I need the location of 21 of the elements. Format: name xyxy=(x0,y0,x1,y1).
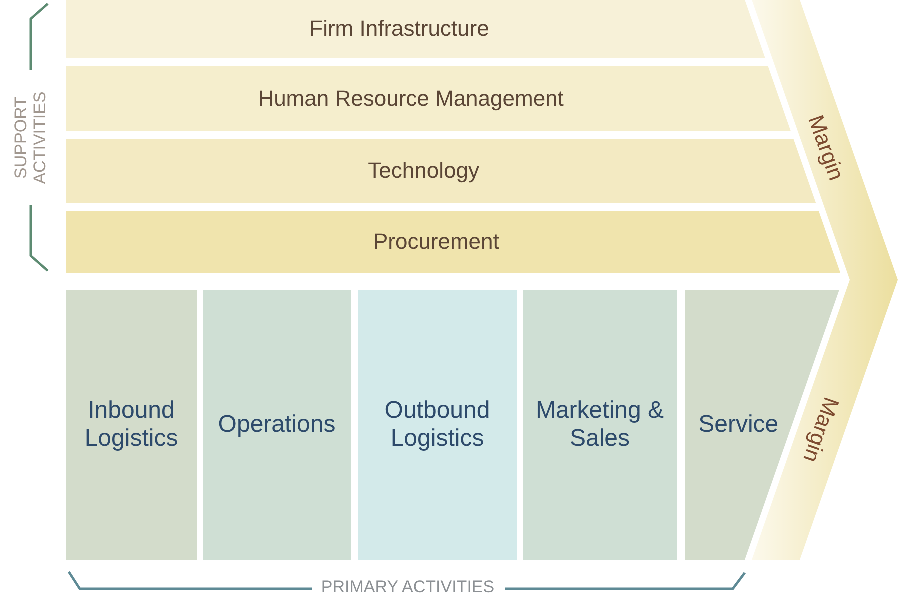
primary-activity-column xyxy=(203,290,351,560)
primary-activity-column xyxy=(358,290,517,560)
activity-label: Procurement xyxy=(373,229,500,255)
activity-label: Operations xyxy=(218,411,336,439)
activity-label: Outbound Logistics xyxy=(384,397,492,453)
margin-label: Margin xyxy=(802,112,850,184)
activity-label: Technology xyxy=(368,158,480,184)
primary-activity-column xyxy=(685,290,840,560)
group-label: SUPPORT ACTIVITIES xyxy=(12,92,50,184)
activity-label: Inbound Logistics xyxy=(84,397,180,453)
activity-label: Marketing & Sales xyxy=(534,397,666,453)
primary-activity-column xyxy=(66,290,197,560)
support-activity-band xyxy=(66,211,841,273)
activity-label: Service xyxy=(698,411,779,439)
primary-activity-column xyxy=(523,290,677,560)
activity-label: Human Resource Management xyxy=(258,86,564,112)
support-activity-band xyxy=(66,0,766,58)
activity-label: Firm Infrastructure xyxy=(310,16,490,42)
margin-label: Margin xyxy=(798,394,844,466)
group-label: PRIMARY ACTIVITIES xyxy=(321,578,495,598)
support-activity-band xyxy=(66,66,791,131)
